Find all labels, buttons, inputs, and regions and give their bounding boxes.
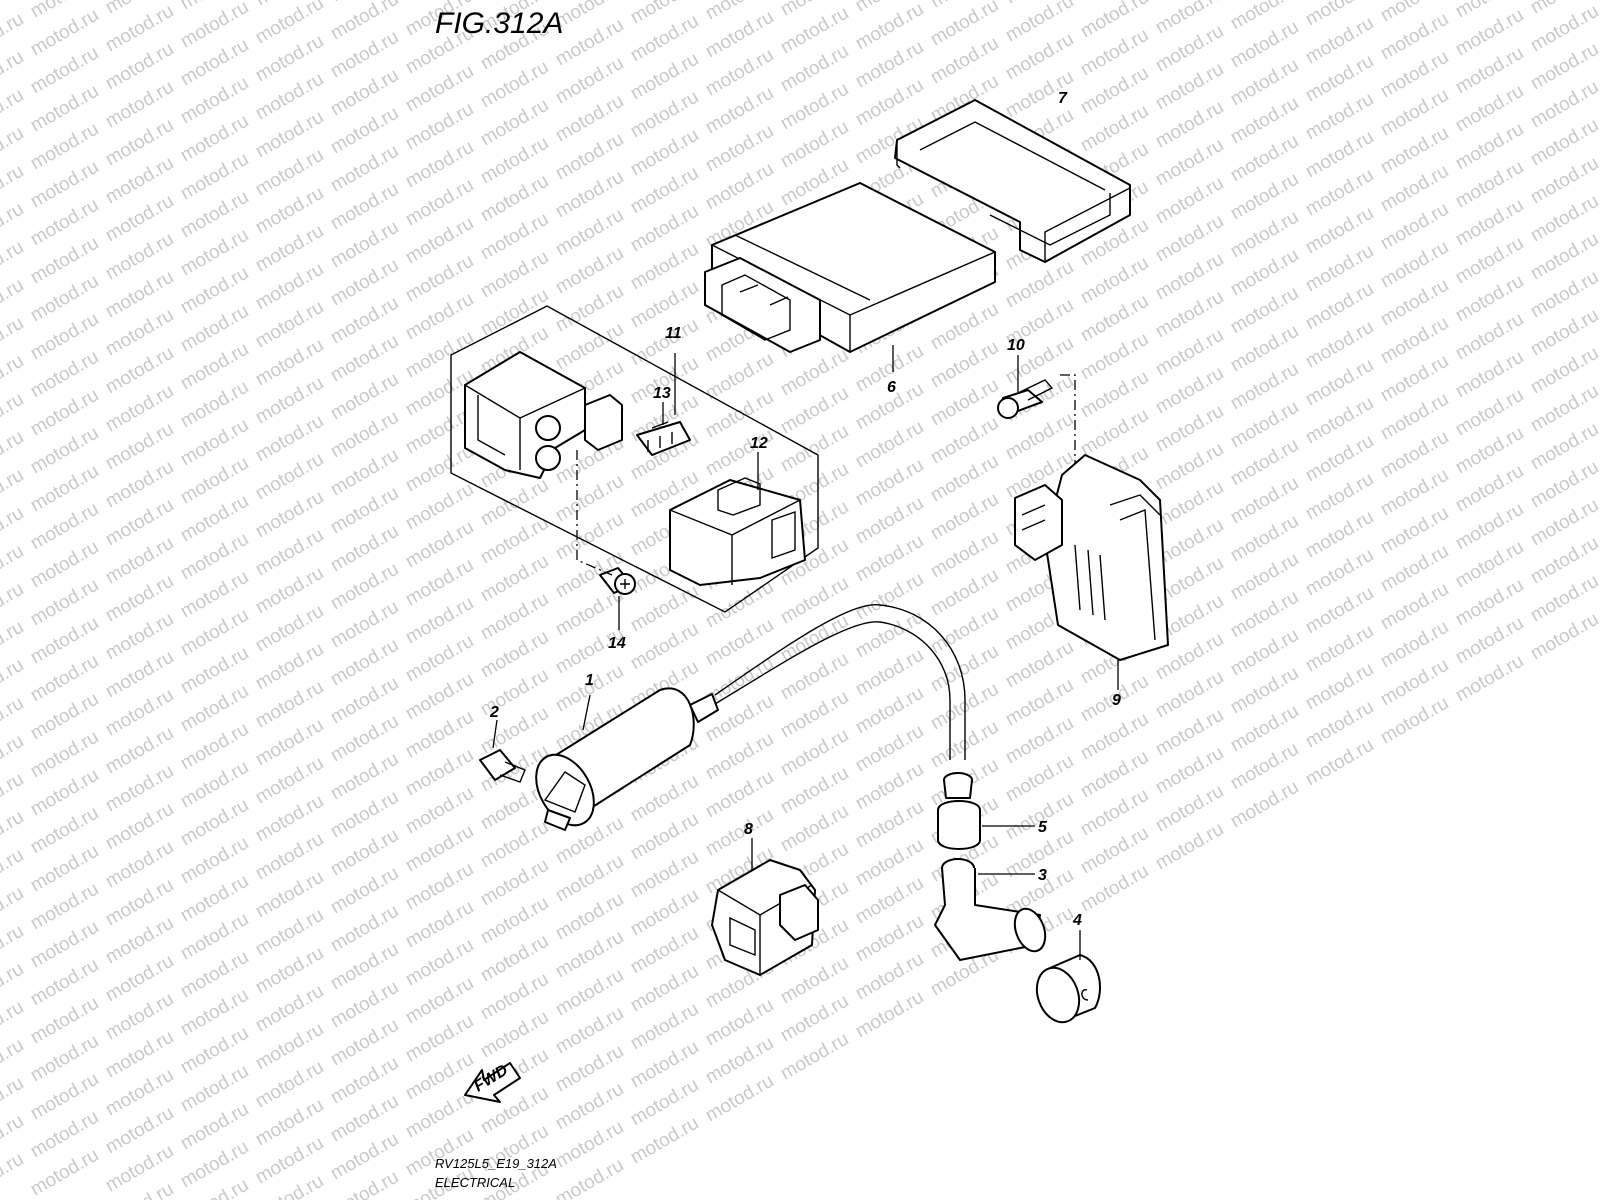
spark-plug-cap-icon [934, 858, 1047, 961]
callout-5: 5 [1038, 819, 1048, 836]
cap-icon [1035, 954, 1101, 1024]
figure-title: FIG.312A [435, 7, 563, 40]
bolt-icon [479, 749, 526, 783]
bolt-icon [599, 567, 636, 595]
bolt-icon [997, 379, 1054, 419]
callout-13: 13 [653, 385, 671, 402]
callout-8: 8 [744, 821, 753, 838]
callout-4: 4 [1072, 912, 1082, 929]
footer-section: ELECTRICAL [435, 1175, 515, 1190]
ecm-unit-icon [704, 182, 996, 353]
ignition-coil-icon [535, 687, 719, 831]
callout-12: 12 [750, 435, 768, 452]
callout-14: 14 [608, 635, 626, 652]
fuse-icon [636, 421, 691, 456]
callout-11: 11 [665, 325, 682, 342]
callout-9: 9 [1112, 692, 1121, 709]
connector-icon [711, 859, 819, 976]
ecm-cover-icon [894, 99, 1131, 263]
relay-cover-icon [669, 477, 806, 586]
callout-6: 6 [887, 379, 896, 396]
starter-relay-assembly-frame [450, 305, 819, 613]
regulator-rectifier-icon [1014, 454, 1169, 661]
grommet-icon [937, 772, 981, 850]
callout-2: 2 [489, 704, 499, 721]
callout-3: 3 [1038, 867, 1047, 884]
callout-10: 10 [1007, 337, 1025, 354]
callout-1: 1 [585, 672, 594, 689]
footer-code: RV125L5_E19_312A [435, 1156, 557, 1171]
starter-relay-icon [464, 351, 623, 479]
callout-7: 7 [1058, 90, 1068, 107]
watermark-text: motod.ru [0, 1149, 27, 1200]
